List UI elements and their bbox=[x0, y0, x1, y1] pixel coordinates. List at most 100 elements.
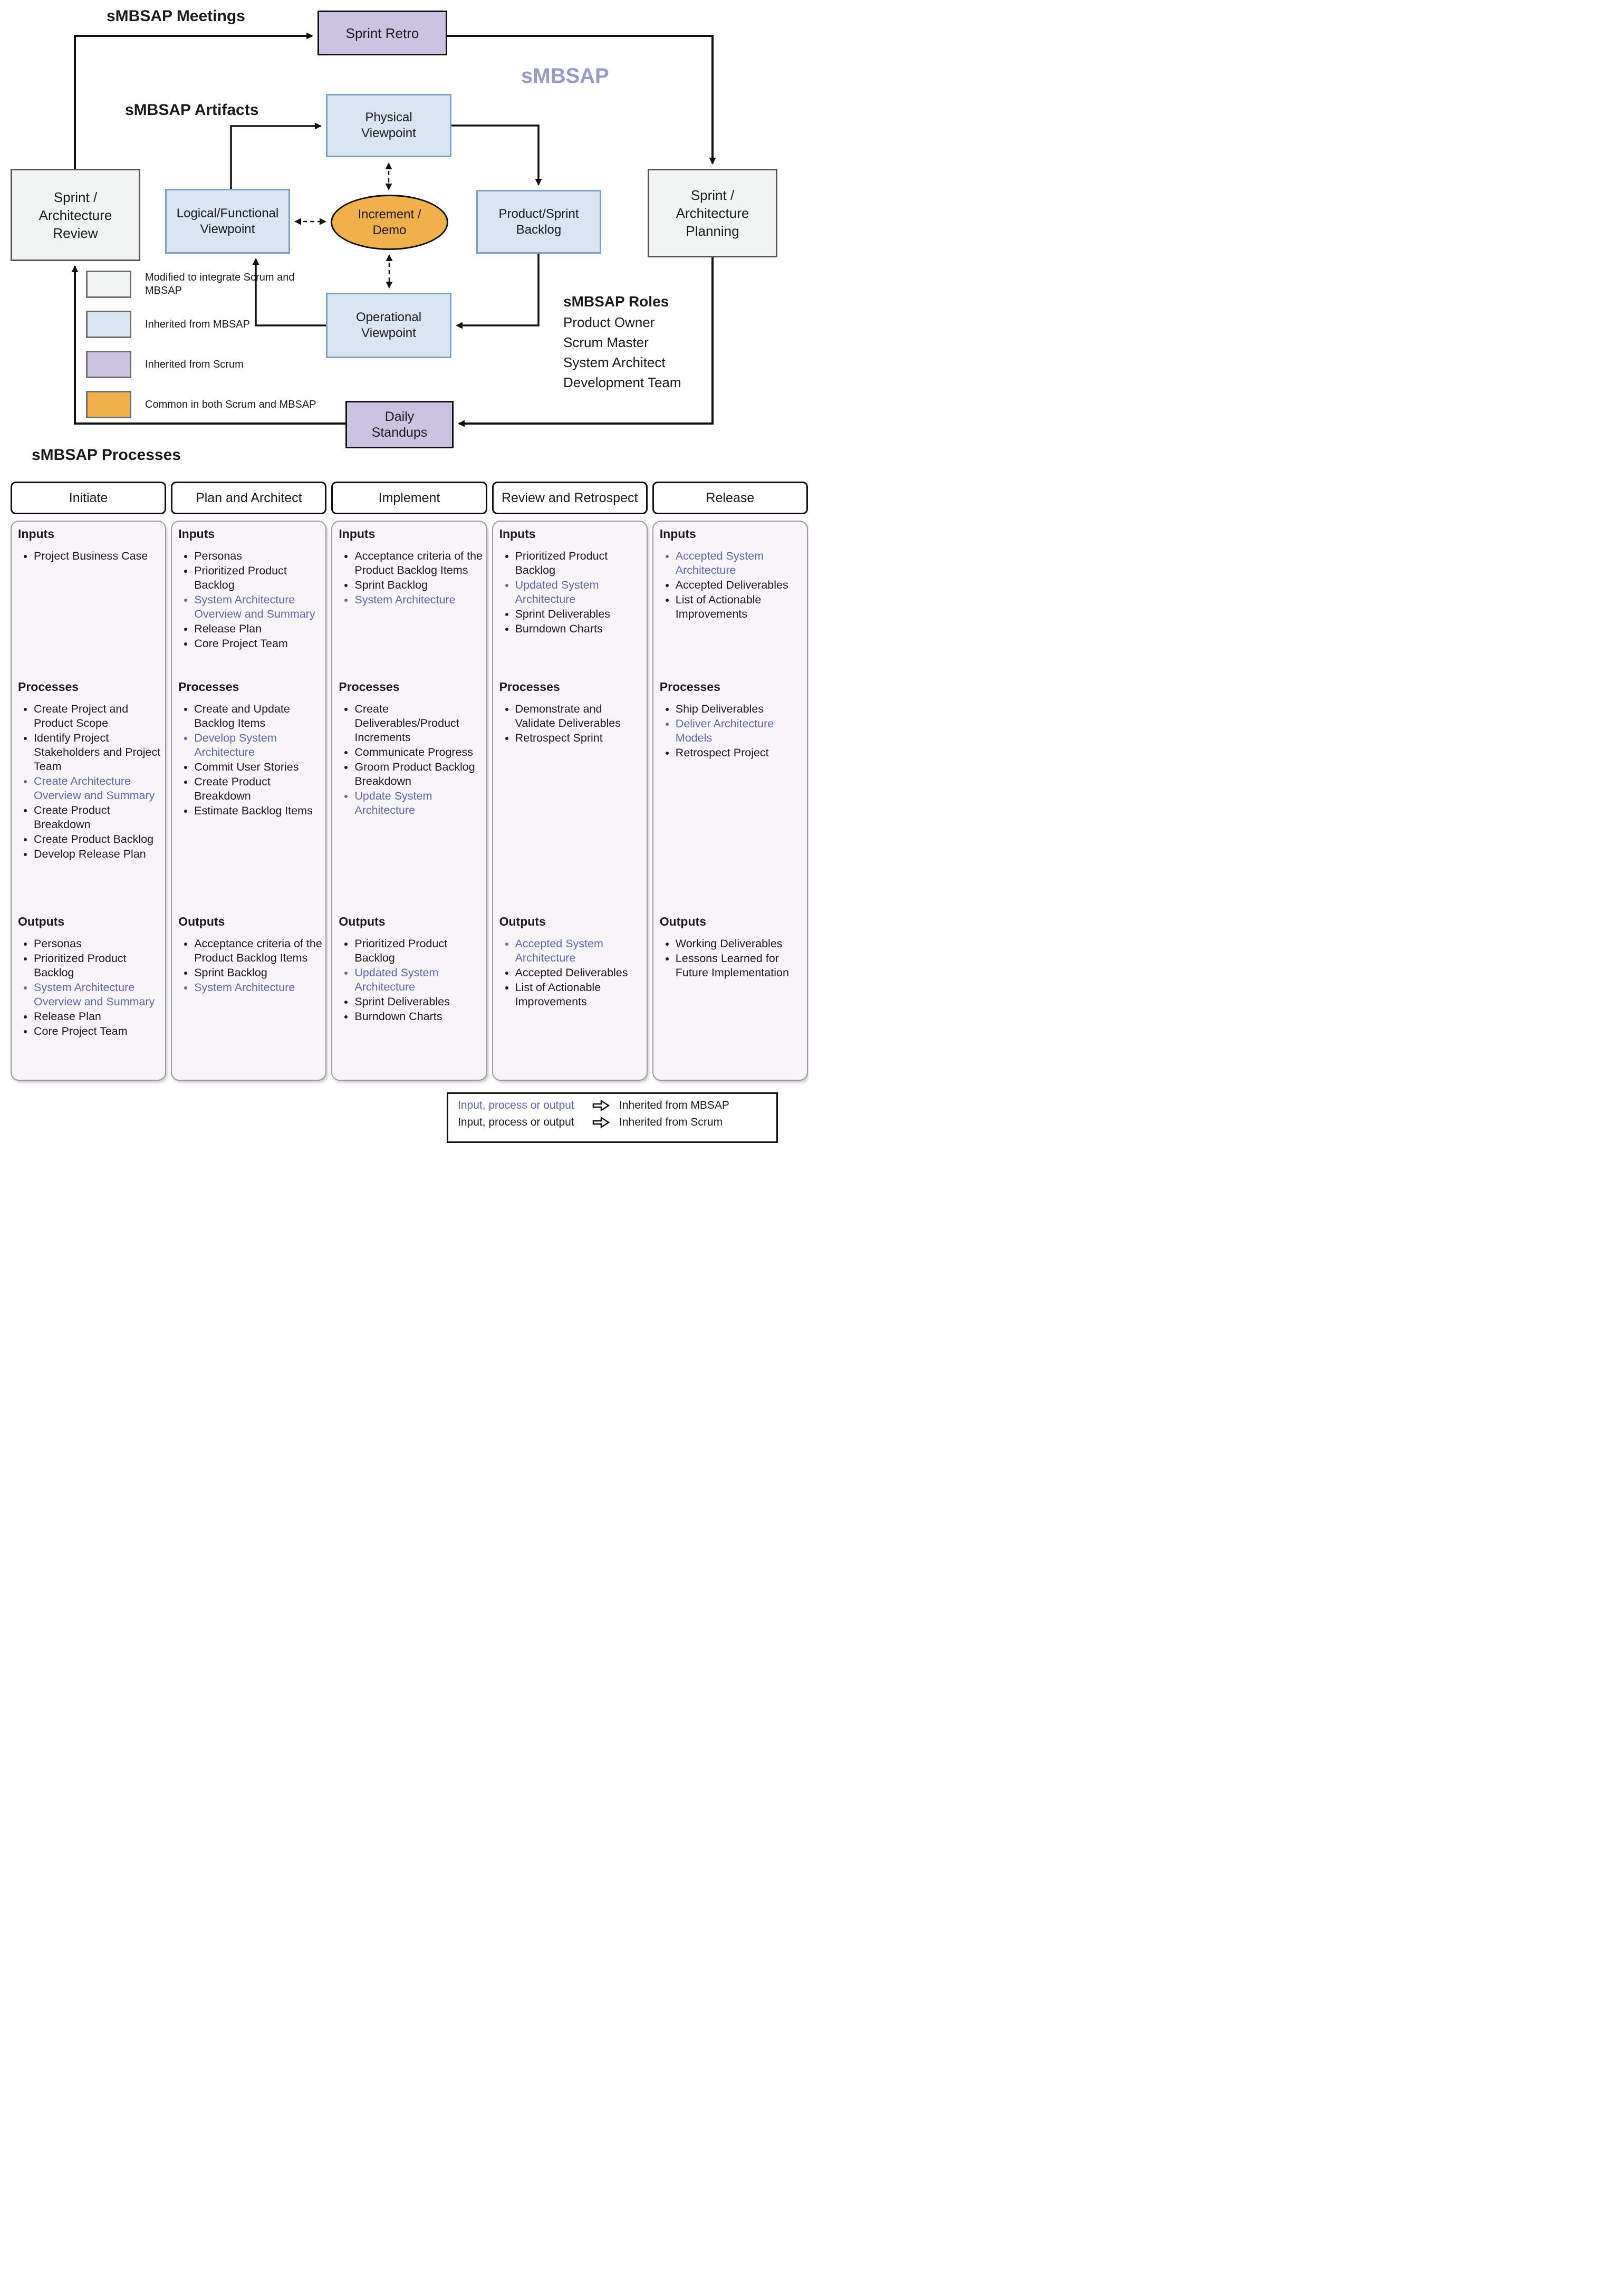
process-phase-label: Initiate bbox=[69, 491, 108, 505]
list-item: Update System Architecture bbox=[354, 789, 483, 818]
inputs-heading: Inputs bbox=[339, 527, 376, 541]
arrow-review-to-sprint-retro bbox=[74, 32, 313, 169]
processes-heading: Processes bbox=[18, 680, 79, 694]
outputs-heading: Outputs bbox=[499, 915, 546, 928]
processes-list: Create Deliverables/Product IncrementsCo… bbox=[339, 702, 483, 818]
legend-row: Inherited from Scrum bbox=[86, 350, 334, 379]
modified-swatch bbox=[86, 271, 131, 298]
list-item: Demonstrate and Validate Deliverables bbox=[515, 702, 643, 731]
outputs-list: Prioritized Product BacklogUpdated Syste… bbox=[339, 937, 483, 1024]
product-sprint-backlog-box: Product/Sprint Backlog bbox=[476, 190, 601, 254]
outputs-list: Working DeliverablesLessons Learned for … bbox=[660, 937, 804, 980]
inputs-heading: Inputs bbox=[659, 527, 696, 541]
outputs-heading: Outputs bbox=[339, 915, 386, 928]
list-item: List of Actionable Improvements bbox=[676, 593, 804, 621]
outputs-section: Outputs PersonasPrioritized Product Back… bbox=[18, 915, 162, 1039]
footer-legend-row: Input, process or output Inherited from … bbox=[458, 1116, 767, 1129]
list-item: Create and Update Backlog Items bbox=[194, 702, 322, 731]
meetings-section-label: sMBSAP Meetings bbox=[107, 7, 245, 25]
list-item: Prioritized Product Backlog bbox=[194, 564, 322, 592]
list-item: Updated System Architecture bbox=[515, 578, 643, 607]
list-item: Create Product Breakdown bbox=[34, 803, 162, 832]
logical-functional-viewpoint-box: Logical/Functional Viewpoint bbox=[165, 189, 290, 254]
sprint-architecture-planning-box: Sprint / Architecture Planning bbox=[648, 169, 777, 257]
processes-heading: Processes bbox=[499, 680, 560, 694]
process-column: Review and Retrospect Inputs Prioritized… bbox=[492, 482, 648, 1081]
process-phase-body: Inputs Prioritized Product BacklogUpdate… bbox=[492, 521, 648, 1081]
list-item: Develop System Architecture bbox=[194, 731, 322, 760]
list-item: System Architecture bbox=[194, 981, 322, 995]
list-item: Prioritized Product Backlog bbox=[515, 549, 643, 578]
list-item: Retrospect Sprint bbox=[515, 731, 643, 745]
inputs-list: Prioritized Product BacklogUpdated Syste… bbox=[499, 549, 643, 636]
scrum-swatch bbox=[86, 351, 131, 378]
role-item: Scrum Master bbox=[563, 334, 649, 350]
list-item: Project Business Case bbox=[34, 549, 162, 563]
inputs-section: Inputs Accepted System ArchitectureAccep… bbox=[660, 527, 804, 622]
roles-title: sMBSAP Roles bbox=[563, 293, 669, 310]
legend-row: Common in both Scrum and MBSAP bbox=[86, 390, 334, 419]
inputs-heading: Inputs bbox=[18, 527, 54, 541]
processes-list: Demonstrate and Validate DeliverablesRet… bbox=[499, 702, 643, 745]
hollow-right-arrow-icon bbox=[592, 1116, 611, 1129]
list-item: Burndown Charts bbox=[354, 1010, 483, 1024]
list-item: Commit User Stories bbox=[194, 760, 322, 774]
inputs-heading: Inputs bbox=[499, 527, 536, 541]
list-item: Create Product Backlog bbox=[34, 832, 162, 847]
list-item: Sprint Backlog bbox=[194, 966, 322, 980]
arrow-physical-to-backlog bbox=[451, 124, 542, 186]
meaning-text: Inherited from Scrum bbox=[619, 1116, 723, 1128]
process-phase-body: Inputs Accepted System ArchitectureAccep… bbox=[652, 521, 808, 1081]
inputs-list: Project Business Case bbox=[18, 549, 162, 563]
processes-heading: Processes bbox=[659, 680, 720, 694]
connector-lines bbox=[71, 32, 716, 427]
arrow-backlog-to-operational bbox=[456, 254, 540, 329]
list-item: Accepted System Architecture bbox=[676, 549, 804, 578]
list-item: Working Deliverables bbox=[676, 937, 804, 951]
legend-label: Inherited from Scrum bbox=[145, 358, 244, 370]
legend-row: Inherited from MBSAP bbox=[86, 310, 334, 339]
process-phase-header: Initiate bbox=[11, 482, 167, 514]
processes-section: Processes Create and Update Backlog Item… bbox=[178, 680, 322, 819]
inputs-list: Acceptance criteria of the Product Backl… bbox=[339, 549, 483, 607]
process-column: Plan and Architect Inputs PersonasPriori… bbox=[171, 482, 327, 1081]
outputs-heading: Outputs bbox=[178, 915, 225, 928]
process-phase-header: Release bbox=[652, 482, 808, 514]
list-item: Estimate Backlog Items bbox=[194, 804, 322, 818]
process-phase-header: Review and Retrospect bbox=[492, 482, 648, 514]
footer-legend-row: Input, process or output Inherited from … bbox=[458, 1099, 767, 1112]
list-item: Burndown Charts bbox=[515, 622, 643, 636]
arrow-logical-to-physical bbox=[230, 122, 322, 189]
process-phase-label: Release bbox=[706, 491, 755, 505]
list-item: List of Actionable Improvements bbox=[515, 981, 643, 1009]
outputs-list: Accepted System ArchitectureAccepted Del… bbox=[499, 937, 643, 1009]
list-item: Prioritized Product Backlog bbox=[34, 952, 162, 980]
list-item: System Architecture bbox=[354, 593, 483, 607]
list-item: Prioritized Product Backlog bbox=[354, 937, 483, 965]
outputs-section: Outputs Working DeliverablesLessons Lear… bbox=[660, 915, 804, 981]
list-item: System Architecture Overview and Summary bbox=[194, 593, 322, 621]
operational-viewpoint-box: Operational Viewpoint bbox=[326, 293, 451, 358]
legend-label: Modified to integrate Scrum and MBSAP bbox=[145, 272, 295, 296]
list-item: Personas bbox=[194, 549, 322, 563]
process-phase-header: Plan and Architect bbox=[171, 482, 327, 514]
outputs-section: Outputs Acceptance criteria of the Produ… bbox=[178, 915, 322, 995]
list-item: Accepted Deliverables bbox=[515, 966, 643, 980]
increment-demo-ellipse: Increment / Demo bbox=[331, 195, 448, 250]
process-columns: Initiate Inputs Project Business Case Pr… bbox=[11, 482, 808, 1081]
list-item: Personas bbox=[34, 937, 162, 951]
processes-section: Processes Create Project and Product Sco… bbox=[18, 680, 162, 862]
legend-label: Inherited from MBSAP bbox=[145, 318, 250, 330]
list-item: Core Project Team bbox=[34, 1024, 162, 1039]
list-item: Create Architecture Overview and Summary bbox=[34, 774, 162, 803]
processes-list: Create Project and Product ScopeIdentify… bbox=[18, 702, 162, 861]
inputs-section: Inputs Project Business Case bbox=[18, 527, 162, 564]
processes-list: Ship DeliverablesDeliver Architecture Mo… bbox=[660, 702, 804, 760]
processes-heading: Processes bbox=[339, 680, 400, 694]
hollow-right-arrow-icon bbox=[592, 1099, 611, 1112]
list-item: Create Deliverables/Product Increments bbox=[354, 702, 483, 745]
list-item: Ship Deliverables bbox=[676, 702, 804, 716]
sprint-retro-box: Sprint Retro bbox=[317, 11, 447, 55]
list-item: Sprint Backlog bbox=[354, 578, 483, 592]
